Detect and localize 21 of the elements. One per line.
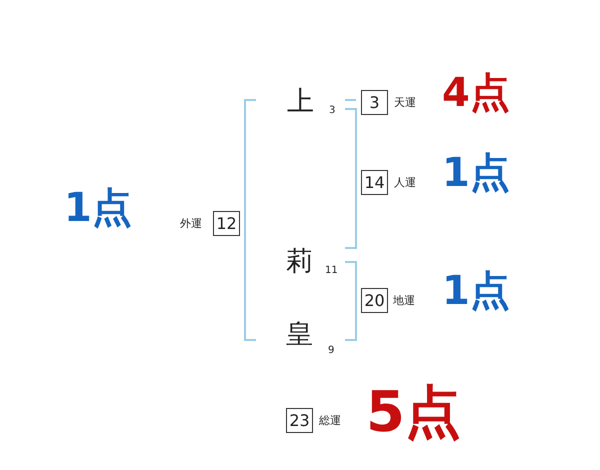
name-character: 上 — [287, 88, 314, 115]
number-box: 12 — [213, 211, 240, 236]
fortune-label: 人運 — [394, 177, 416, 188]
name-character: 莉 — [286, 248, 313, 275]
stroke-count: 9 — [328, 346, 334, 356]
stroke-count: 11 — [325, 266, 338, 276]
stroke-count: 3 — [329, 106, 336, 116]
fortune-label: 天運 — [394, 97, 416, 108]
fortune-label: 外運 — [180, 218, 202, 229]
score: 4点 — [442, 73, 510, 113]
fortune-label: 地運 — [393, 295, 415, 306]
number-box: 14 — [361, 170, 388, 195]
number-box: 20 — [361, 288, 388, 313]
score: 5点 — [366, 385, 461, 441]
score: 1点 — [442, 153, 510, 193]
score: 1点 — [442, 271, 510, 311]
score: 1点 — [64, 188, 132, 228]
number-box: 3 — [361, 90, 388, 115]
number-box: 23 — [286, 408, 313, 433]
name-character: 皇 — [286, 321, 313, 348]
fortune-label: 総運 — [319, 415, 341, 426]
